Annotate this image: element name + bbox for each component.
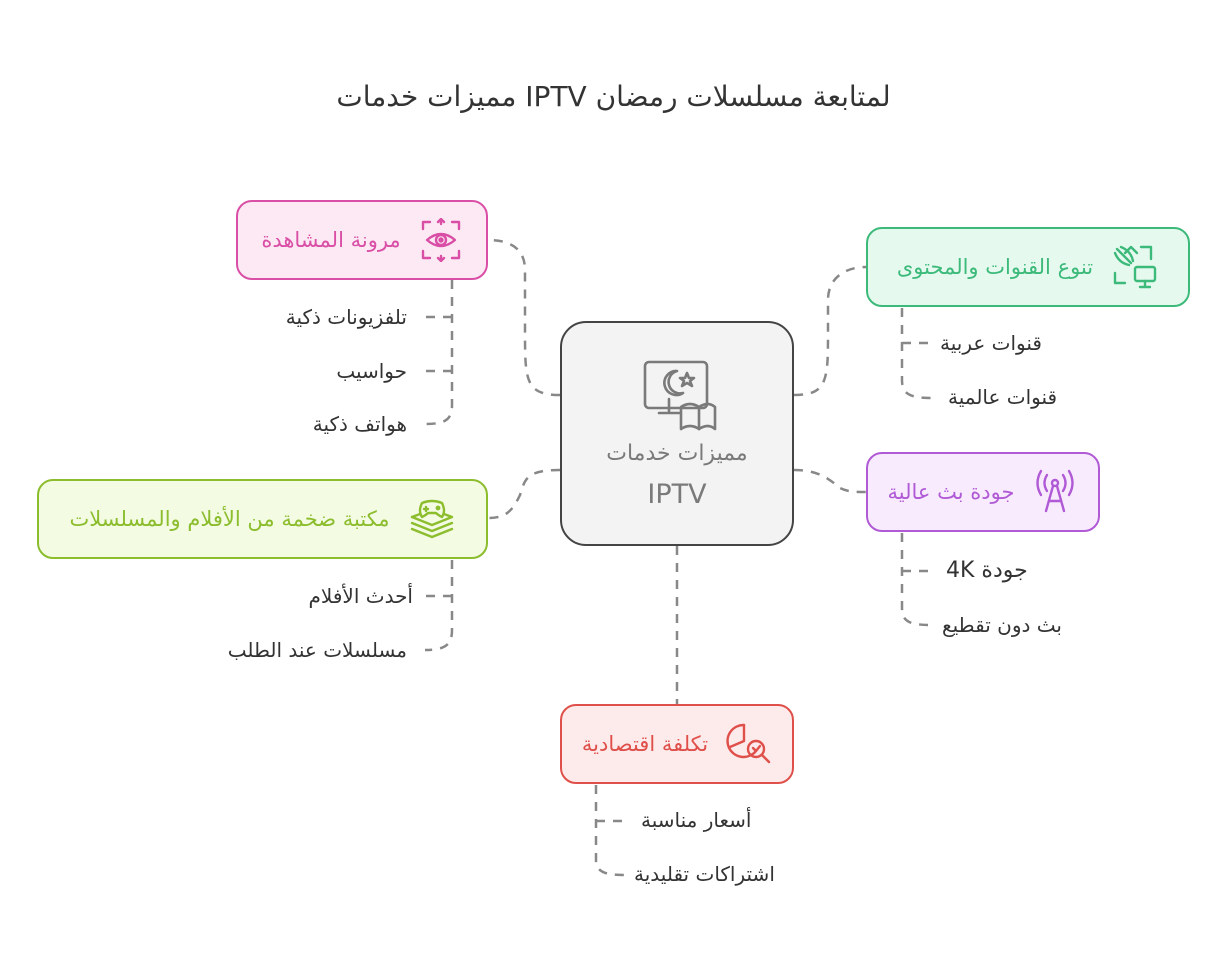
node-channels-label: تنوع القنوات والمحتوى <box>896 255 1094 279</box>
leaf-smart-tvs: تلفزيونات ذكية <box>285 305 407 329</box>
eye-scan-icon <box>421 218 460 262</box>
leaf-smartphones: هواتف ذكية <box>312 412 407 436</box>
connector-viewing-leaves <box>424 280 454 426</box>
leaf-traditional-subscriptions: اشتراكات تقليدية <box>634 862 775 886</box>
satellite-monitor-icon <box>1113 245 1157 289</box>
node-stream-quality: جودة بث عالية <box>866 452 1100 532</box>
connector-viewing <box>487 238 561 397</box>
diagram-title: لمتابعة مسلسلات رمضان IPTV مميزات خدمات <box>336 80 891 113</box>
connector-quality <box>793 468 867 494</box>
leaf-international-channels: قنوات عالمية <box>948 385 1058 409</box>
node-quality-label: جودة بث عالية <box>887 480 1015 504</box>
connector-channels-leaves <box>900 308 933 400</box>
pie-chart-search-icon <box>726 723 771 764</box>
node-library-label: مكتبة ضخمة من الأفلام والمسلسلات <box>69 507 390 531</box>
leaf-latest-movies: أحدث الأفلام <box>308 584 413 608</box>
leaf-affordable-prices: أسعار مناسبة <box>641 808 752 832</box>
connector-channels <box>793 265 867 397</box>
center-title: مميزات خدمات <box>606 441 748 466</box>
tv-crescent-book-icon <box>643 360 717 431</box>
leaf-4k-quality: جودة 4K <box>946 558 1028 583</box>
connector-library-leaves <box>424 560 454 652</box>
leaf-no-buffering: بث دون تقطيع <box>942 613 1062 637</box>
center-subtitle: IPTV <box>647 479 707 510</box>
node-economic-cost: تكلفة اقتصادية <box>560 704 794 784</box>
layers-gamepad-icon <box>410 499 453 539</box>
node-movie-library: مكتبة ضخمة من الأفلام والمسلسلات <box>37 479 488 559</box>
leaf-series-on-demand: مسلسلات عند الطلب <box>227 638 407 662</box>
center-node: مميزات خدمات IPTV <box>560 321 794 546</box>
node-viewing-flexibility: مرونة المشاهدة <box>236 200 488 280</box>
node-cost-label: تكلفة اقتصادية <box>581 732 709 756</box>
connector-quality-leaves <box>900 533 933 627</box>
leaf-arabic-channels: قنوات عربية <box>940 331 1042 355</box>
connector-library <box>487 468 561 520</box>
node-channel-variety: تنوع القنوات والمحتوى <box>866 227 1190 307</box>
node-viewing-label: مرونة المشاهدة <box>261 228 401 252</box>
leaf-computers: حواسيب <box>336 359 407 383</box>
broadcast-tower-icon <box>1036 469 1075 513</box>
connector-cost-leaves <box>594 785 626 877</box>
